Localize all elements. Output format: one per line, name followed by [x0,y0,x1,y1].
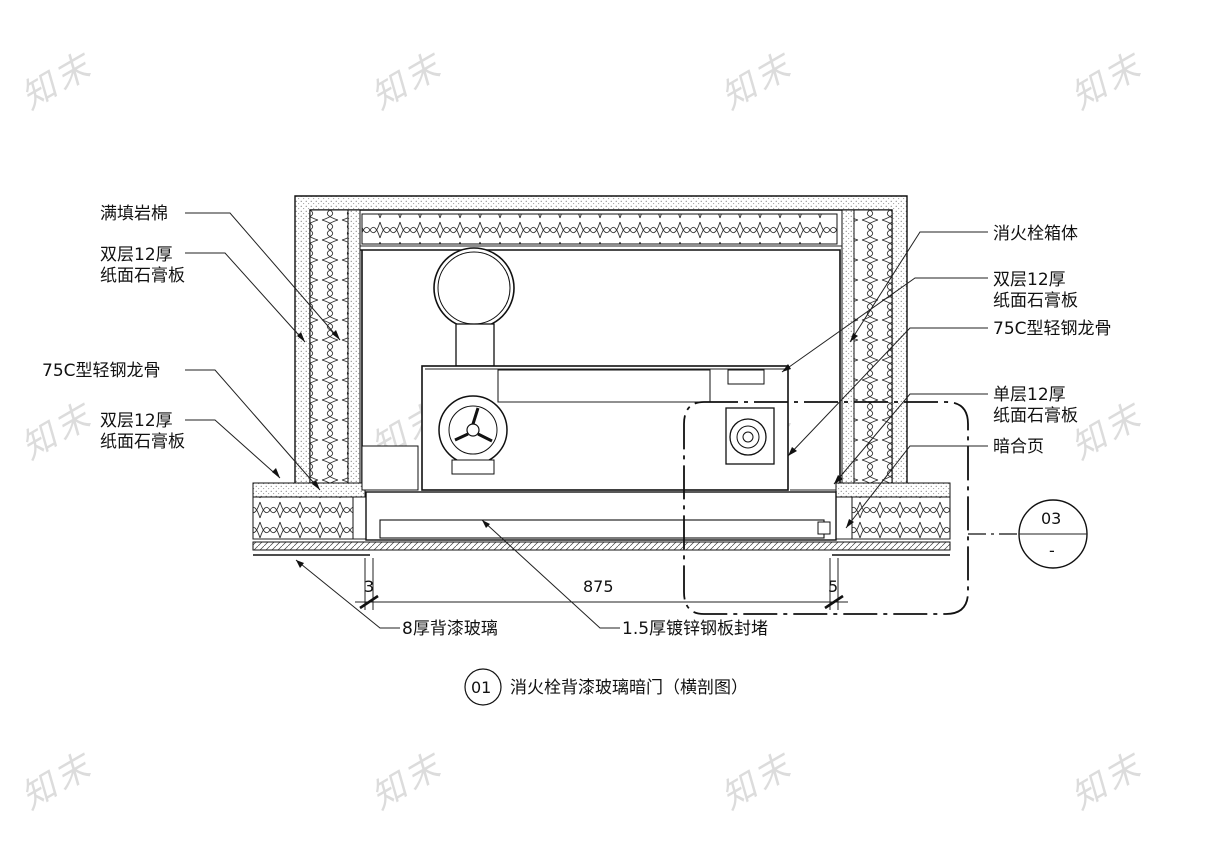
label-gypsum-single-right-1: 单层12厚 [993,385,1066,405]
label-gypsum-double-left-bottom-2: 纸面石膏板 [100,431,185,452]
label-rock-wool: 满填岩棉 [100,204,168,224]
leader-lines [185,212,988,629]
label-hidden-hinge: 暗合页 [993,437,1044,457]
watermark-text: 知末 [715,745,801,818]
label-gypsum-double-right-1: 双层12厚 [993,270,1066,290]
left-wall-insulation [252,496,354,540]
right-insulation [853,209,893,491]
label-gypsum-double-left-top-1: 双层12厚 [100,245,173,265]
top-insulation [361,213,838,245]
watermark-text: 知末 [1065,745,1151,818]
detail-callout-number: 03 [1041,509,1061,528]
wall-structure [252,195,951,556]
label-keel-right: 75C型轻钢龙骨 [993,319,1112,339]
left-wall-dots [252,482,366,498]
label-steel-plate: 1.5厚镀锌钢板封堵 [622,619,768,639]
label-keel-left: 75C型轻钢龙骨 [42,361,161,381]
labels-left: 满填岩棉 双层12厚 纸面石膏板 75C型轻钢龙骨 双层12厚 纸面石膏板 [42,204,185,452]
label-glass: 8厚背漆玻璃 [402,619,498,639]
dimension-left-gap: 3 [364,577,374,596]
hydrant-equipment [361,247,837,541]
watermark-text: 知末 [15,745,101,818]
watermark-text: 知末 [15,45,101,118]
dimension-right-gap: 5 [828,577,838,596]
watermark-text: 知末 [365,745,451,818]
labels-right: 消火栓箱体 双层12厚 纸面石膏板 75C型轻钢龙骨 单层12厚 纸面石膏板 暗… [993,224,1112,457]
label-gypsum-double-right-2: 纸面石膏板 [993,290,1078,311]
right-wall-dots [835,482,951,498]
glass-panel [252,541,951,551]
label-hydrant-box: 消火栓箱体 [993,224,1078,244]
detail-callout: 03 - [1018,499,1088,569]
watermark-text: 知末 [365,45,451,118]
right-inner-gypsum [841,209,855,496]
watermark-text: 知末 [15,395,101,468]
detail-callout-sheet: - [1049,541,1055,560]
dimension-text: 3 875 5 [364,577,838,596]
drawing-title-number: 01 [471,678,491,697]
detail-boundary [683,401,1018,615]
label-gypsum-double-left-bottom-1: 双层12厚 [100,411,173,431]
watermark-text: 知末 [715,45,801,118]
left-inner-gypsum [347,209,361,496]
pipe-circle-outer [433,247,515,329]
drawing-title-text: 消火栓背漆玻璃暗门（横剖图） [510,678,748,698]
watermark-text: 知末 [1065,45,1151,118]
dimension-lines [355,558,848,610]
labels-bottom: 8厚背漆玻璃 1.5厚镀锌钢板封堵 [402,619,768,639]
left-insulation [309,209,349,491]
label-gypsum-single-right-2: 纸面石膏板 [993,405,1078,426]
dimension-main: 875 [583,577,614,596]
label-gypsum-double-left-top-2: 纸面石膏板 [100,265,185,286]
valve-right [729,418,767,456]
drawing-title: 01 消火栓背漆玻璃暗门（横剖图） [464,668,748,706]
right-wall-insulation [851,496,951,540]
